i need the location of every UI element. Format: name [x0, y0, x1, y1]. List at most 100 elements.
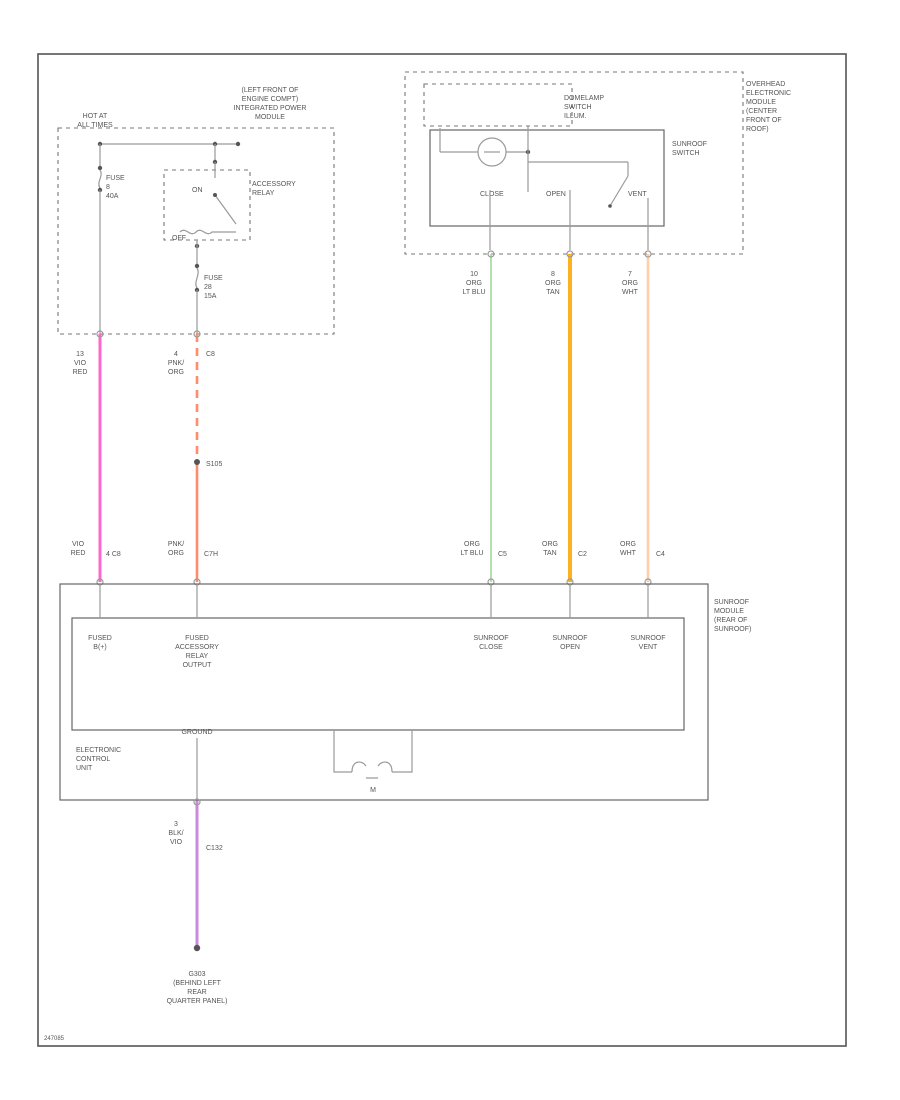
label-line: ACCESSORY — [252, 181, 296, 188]
label-line: VENT — [639, 644, 658, 651]
label-line: FRONT OF — [746, 117, 782, 124]
conn-w5-top — [644, 250, 652, 258]
label-line: RED — [71, 550, 86, 557]
label-line: FUSE — [106, 175, 125, 182]
accessory-relay-box — [163, 169, 251, 241]
conn-ground — [193, 798, 201, 806]
conn-w2-top — [193, 330, 201, 338]
relay-contact-pivot — [213, 193, 217, 197]
wire2-bottom-label: PNK/ORG — [168, 541, 184, 557]
domelamp-illum-box — [423, 83, 573, 127]
label-line: B(+) — [93, 644, 106, 651]
wire4-bottom-label: ORG TAN — [542, 541, 558, 557]
label-line: FUSED — [88, 635, 112, 642]
label-line: HOT AT — [83, 113, 108, 120]
sunroof-switch-box — [429, 129, 665, 227]
ground-point — [193, 944, 201, 952]
relay-coil — [179, 229, 236, 235]
label-line: QUARTER PANEL) — [167, 998, 228, 1005]
label-line: SWITCH — [672, 150, 700, 157]
label-line: ALL TIMES — [77, 122, 113, 129]
label-line: OPEN — [560, 644, 580, 651]
ecu-name-label: ELECTRONIC CONTROL UNIT — [76, 747, 121, 772]
label-line: UNIT — [76, 765, 93, 772]
label-line: RED — [73, 369, 88, 376]
label-line: FUSE — [204, 275, 223, 282]
label-line: 15A — [204, 293, 217, 300]
label-line: MODULE — [255, 114, 285, 121]
label-line: INTEGRATED POWER — [234, 105, 307, 112]
ground-wire-connector: C132 — [206, 845, 223, 852]
label-line: PNK/ — [168, 541, 184, 548]
label-line: WHT — [620, 550, 637, 557]
label-line: DOMELAMP — [564, 95, 604, 102]
fuse1-terminal-top — [97, 165, 103, 171]
wire4-bottom-connector: C2 — [578, 551, 587, 558]
ecu-pin1-label: FUSED B(+) — [88, 635, 112, 651]
motor-lead — [333, 730, 413, 773]
label-line: 7 — [628, 271, 632, 278]
label-line: (BEHIND LEFT — [173, 980, 222, 987]
wire2-bottom-connector: C7H — [204, 551, 218, 558]
switch-blade-end — [608, 204, 612, 208]
fuse2-terminal-top — [194, 263, 200, 269]
ecu-ground-label: GROUND — [181, 729, 212, 736]
label-line: PNK/ — [168, 360, 184, 367]
label-line: G303 — [188, 971, 205, 978]
ecu-pin4-label: SUNROOF OPEN — [553, 635, 588, 651]
label-line: 40A — [106, 193, 119, 200]
label-line: MODULE — [746, 99, 776, 106]
label-line: CONTROL — [76, 756, 110, 763]
hot-at-label: HOT AT ALL TIMES — [77, 113, 113, 129]
wire3-bottom-label: ORG LT BLU — [460, 541, 483, 557]
conn-w4-top — [566, 250, 574, 258]
label-line: ORG — [620, 541, 636, 548]
label-line: TAN — [546, 289, 559, 296]
label-line: TAN — [543, 550, 556, 557]
label-line: REAR — [187, 989, 206, 996]
switch-open-label: OPEN — [546, 191, 566, 198]
label-line: OUTPUT — [183, 662, 213, 669]
fuse1-element — [98, 169, 102, 189]
label-line: RELAY — [252, 190, 275, 197]
motor-label: M — [370, 787, 376, 794]
label-line: ORG — [622, 280, 638, 287]
label-line: SUNROOF — [553, 635, 588, 642]
accessory-relay-label: ACCESSORY RELAY — [252, 181, 296, 197]
label-line: LT BLU — [462, 289, 485, 296]
splice-label: S105 — [206, 461, 222, 468]
label-line: ORG — [464, 541, 480, 548]
label-line: BLK/ — [168, 830, 183, 837]
label-line: ACCESSORY — [175, 644, 219, 651]
label-line: ELECTRONIC — [76, 747, 121, 754]
label-line: 3 — [174, 821, 178, 828]
label-line: ORG — [168, 550, 184, 557]
wire2-top-connector: C8 — [206, 351, 215, 358]
label-line: (LEFT FRONT OF — [242, 87, 299, 94]
label-line: LT BLU — [460, 550, 483, 557]
ecu-inner-box — [71, 617, 685, 731]
sunroof-module-box — [59, 583, 709, 801]
label-line: ORG — [466, 280, 482, 287]
relay-on-label: ON — [192, 187, 203, 194]
label-line: SUNROOF — [631, 635, 666, 642]
label-line: RELAY — [186, 653, 209, 660]
label-line: 10 — [470, 271, 478, 278]
label-line: ORG — [545, 280, 561, 287]
fuse2-element — [195, 267, 199, 289]
label-line: 8 — [551, 271, 555, 278]
label-line: ORG — [542, 541, 558, 548]
